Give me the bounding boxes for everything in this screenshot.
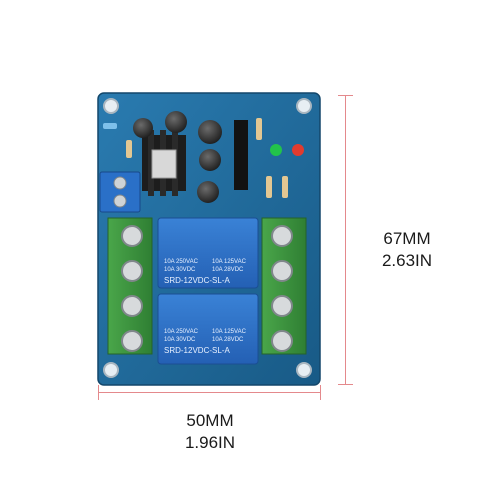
led-green <box>270 144 282 156</box>
resistor <box>103 123 117 129</box>
relay-rating-right: 10A 125VAC <box>212 259 247 265</box>
relay-model: SRD-12VDC-SL-A <box>164 276 230 285</box>
relay-2: 10A 250VAC 10A 125VAC 10A 30VDC 10A 28VD… <box>157 293 259 365</box>
relay-rating-right: 10A 125VAC <box>212 329 247 335</box>
width-dimension-cap <box>98 385 99 400</box>
terminal-block-right <box>261 217 307 355</box>
capacitor <box>165 111 187 133</box>
width-label: 50MM 1.96IN <box>140 410 280 454</box>
regulator-chip <box>151 149 177 179</box>
mounting-holes <box>103 98 312 378</box>
capacitor <box>133 118 153 138</box>
height-mm: 67MM <box>383 229 431 248</box>
relay-rating-left: 10A 250VAC <box>164 259 199 265</box>
height-dimension-cap <box>338 384 353 385</box>
terminal-screw <box>271 260 293 282</box>
relay-rating-right: 10A 28VDC <box>212 337 244 343</box>
top-components <box>99 111 304 213</box>
terminal-screw <box>121 295 143 317</box>
mounting-hole <box>103 362 119 378</box>
relay-1: 10A 250VAC 10A 125VAC 10A 30VDC 10A 28VD… <box>157 217 259 289</box>
relay-rating-right: 10A 28VDC <box>212 267 244 273</box>
width-dimension-cap <box>320 385 321 400</box>
relay-rating-left: 10A 250VAC <box>164 329 199 335</box>
height-in: 2.63IN <box>381 251 433 270</box>
terminal-screw <box>121 330 143 352</box>
mounting-hole <box>296 362 312 378</box>
resistor <box>266 176 272 198</box>
led-red <box>292 144 304 156</box>
resistor <box>126 140 132 158</box>
resistor <box>282 176 288 198</box>
terminal-block-left <box>107 217 153 355</box>
width-in: 1.96IN <box>184 433 236 452</box>
relay-rating-left: 10A 30VDC <box>164 267 196 273</box>
resistor <box>256 118 262 140</box>
mounting-hole <box>103 98 119 114</box>
terminal-screw <box>271 225 293 247</box>
capacitor <box>198 120 222 144</box>
height-label: 67MM 2.63IN <box>362 228 452 272</box>
height-dimension-cap <box>338 95 353 96</box>
terminal-screw <box>121 225 143 247</box>
inductor <box>234 120 248 190</box>
relay-model: SRD-12VDC-SL-A <box>164 346 230 355</box>
mounting-hole <box>296 98 312 114</box>
height-dimension-line <box>345 95 346 385</box>
width-dimension-line <box>98 392 320 393</box>
terminal-screw <box>271 295 293 317</box>
width-mm: 50MM <box>186 411 234 430</box>
terminal-screw <box>121 260 143 282</box>
relay-rating-left: 10A 30VDC <box>164 337 196 343</box>
power-terminal <box>99 171 141 213</box>
capacitor <box>197 181 219 203</box>
terminal-screw <box>271 330 293 352</box>
capacitor <box>199 149 221 171</box>
